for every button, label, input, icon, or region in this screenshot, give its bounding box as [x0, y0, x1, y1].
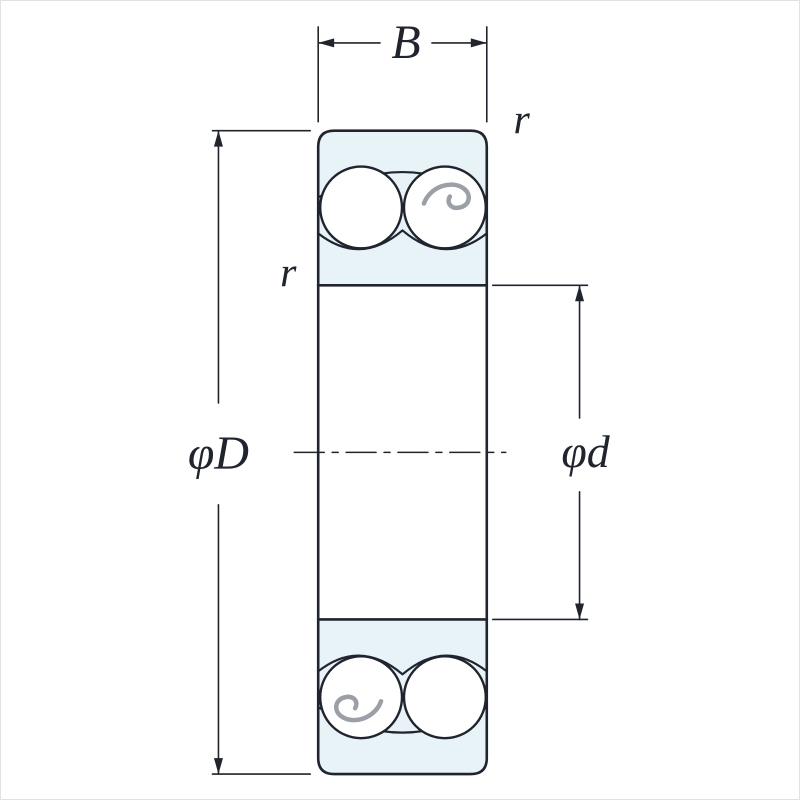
- cage-clip-bottom-group: [334, 694, 384, 723]
- label-width: B: [391, 16, 420, 69]
- arrowhead-down-icon: [575, 603, 585, 620]
- arrowhead-up-icon: [213, 130, 223, 147]
- label-corner-radius-outer: r: [514, 98, 531, 144]
- arrowhead-up-icon: [575, 285, 585, 302]
- ball-bottom-left: [319, 655, 404, 740]
- ball-bottom-right: [402, 655, 487, 740]
- ball-top-left: [319, 165, 404, 250]
- ball-top-right: [402, 165, 487, 250]
- cage-clip-top-icon: [421, 182, 471, 211]
- arrowhead-down-icon: [213, 758, 223, 775]
- label-bore-diameter: φd: [561, 426, 610, 477]
- arrowhead-right-icon: [470, 38, 487, 48]
- dimension-outer-diameter: [211, 129, 312, 775]
- label-corner-radius-inner: r: [280, 250, 297, 296]
- label-outer-diameter: φD: [188, 427, 249, 480]
- dimension-bore-diameter: [491, 284, 589, 621]
- drawing-root: [211, 26, 589, 776]
- inner-raceway-bottom: [317, 654, 488, 676]
- inner-raceway-top: [317, 229, 488, 251]
- arrowhead-left-icon: [318, 38, 335, 48]
- dimension-width: [317, 26, 488, 123]
- cage-clip-bottom-icon: [334, 694, 384, 723]
